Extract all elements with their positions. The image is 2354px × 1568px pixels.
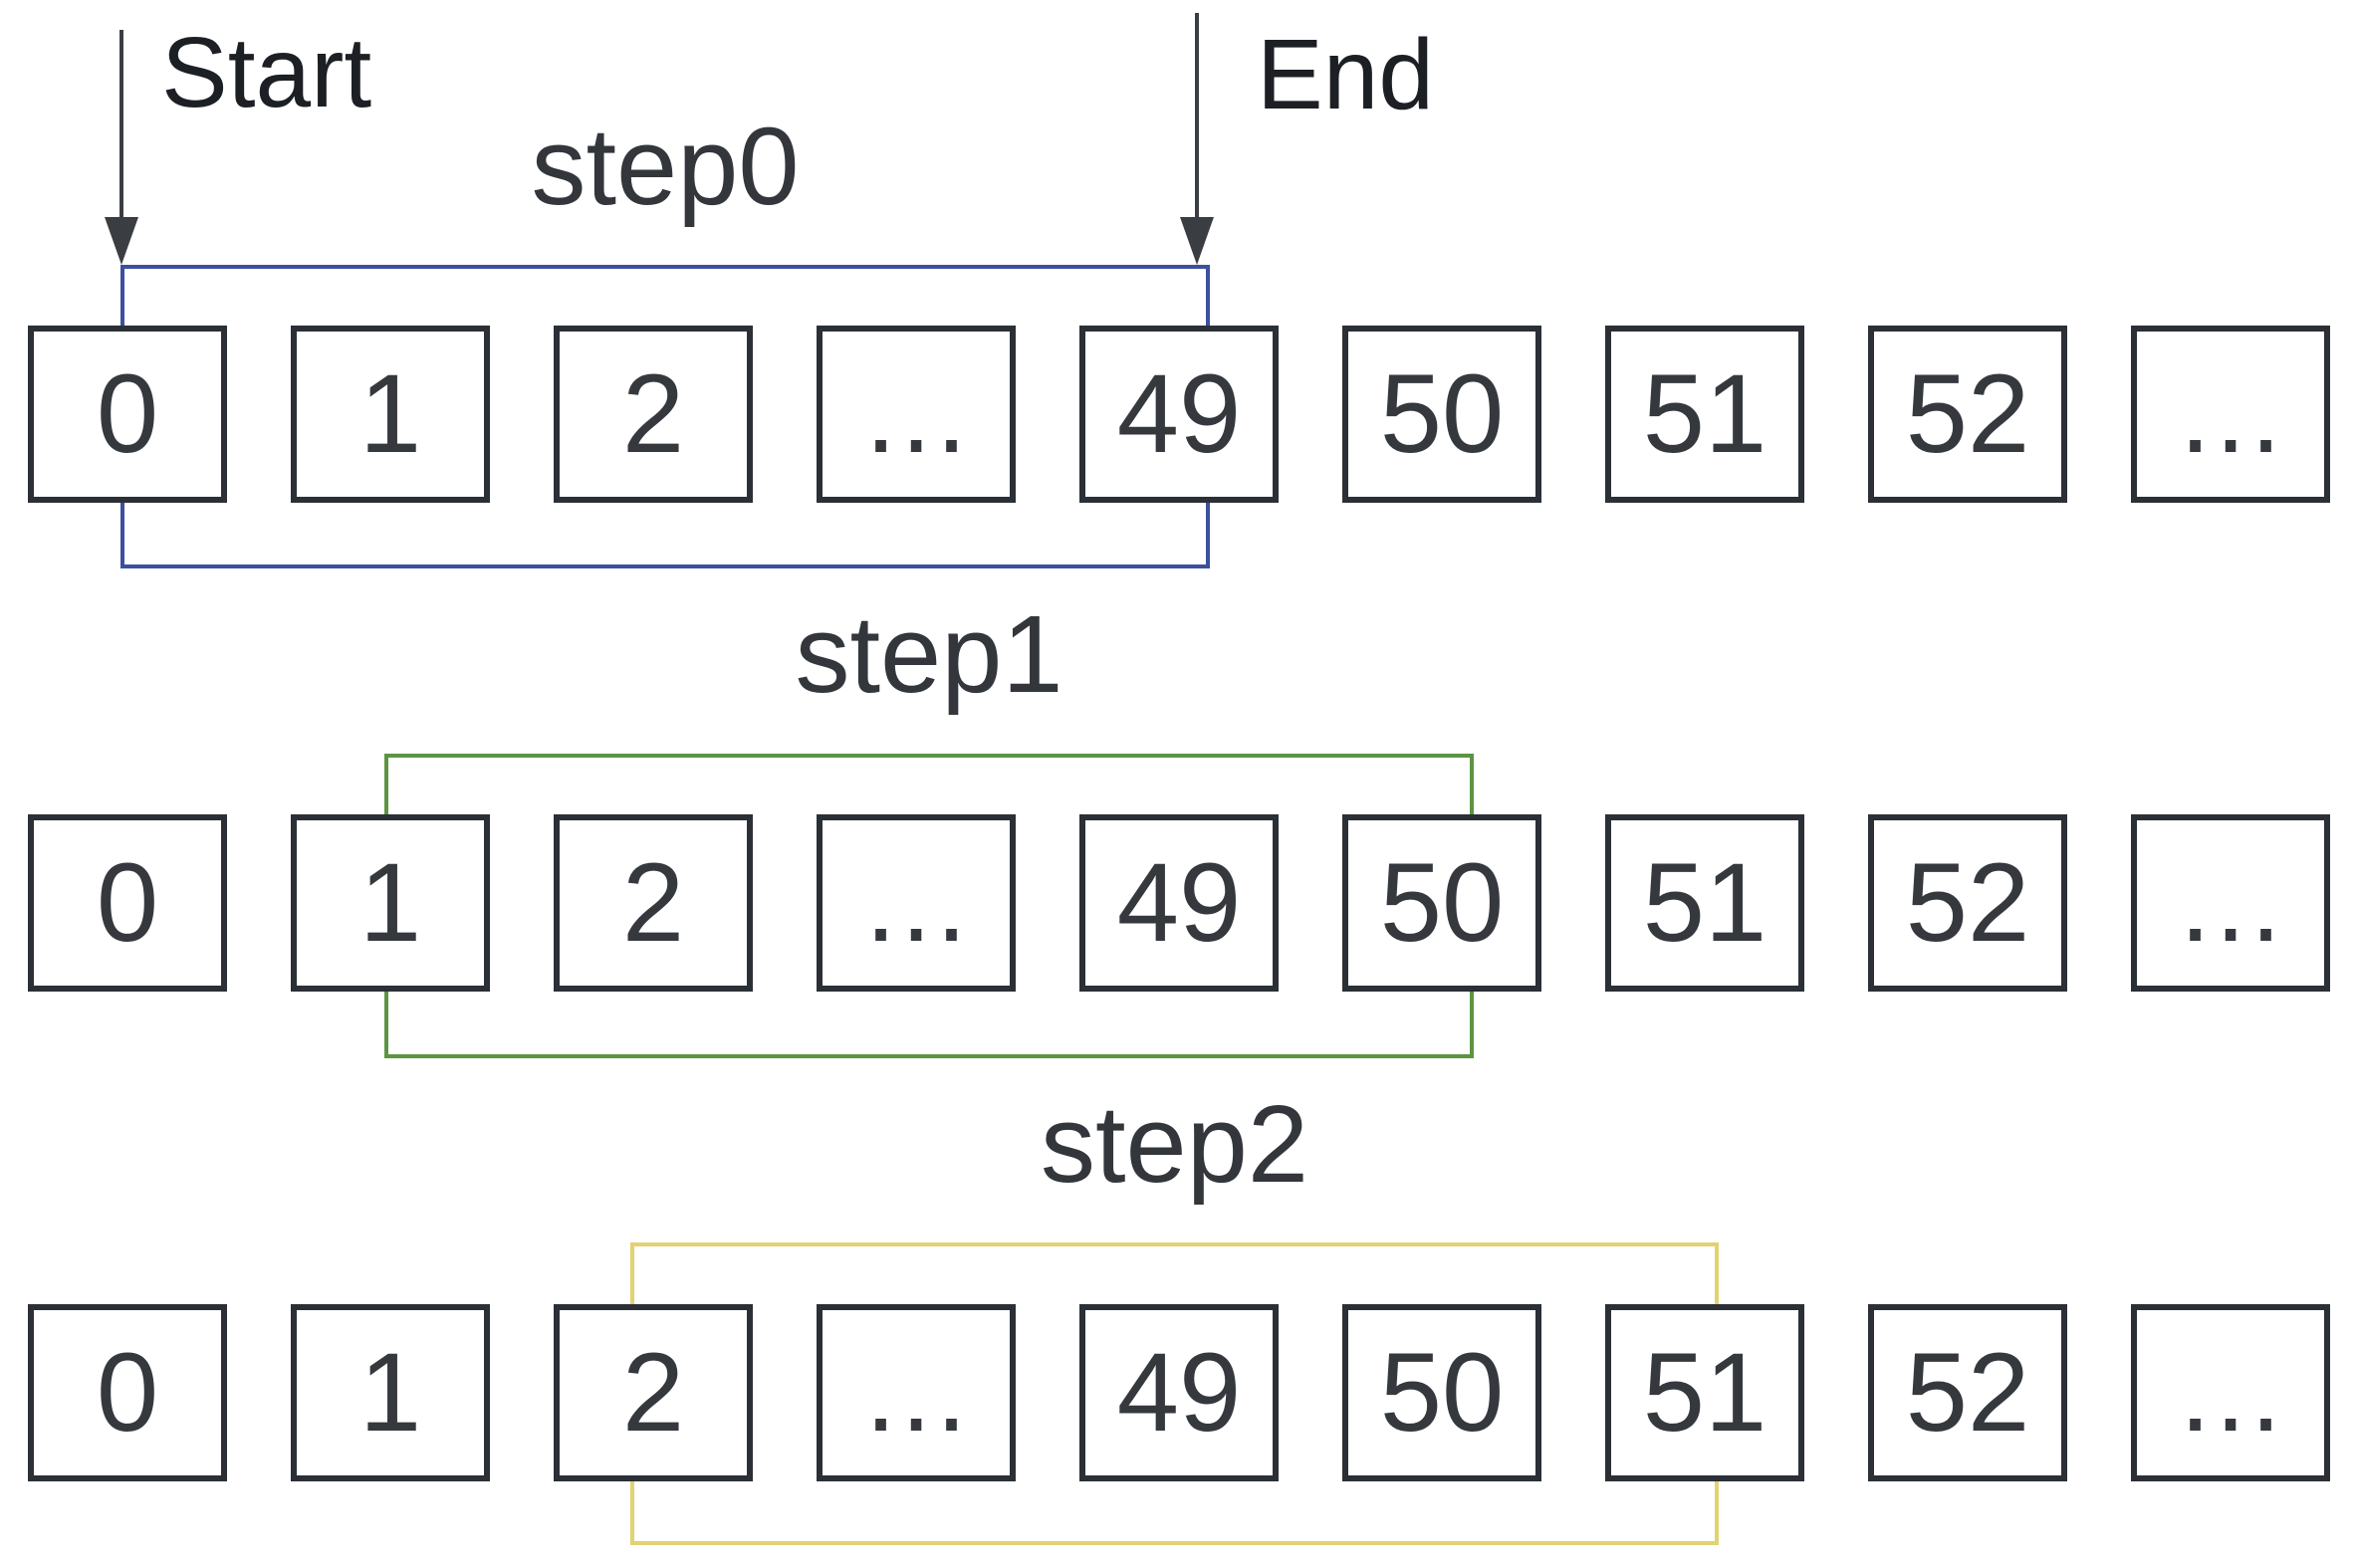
start-arrow-label: Start [161, 17, 372, 128]
array-cell: 52 [1868, 1304, 2067, 1481]
array-cell: 51 [1605, 326, 1804, 503]
step2-label: step2 [1040, 1083, 1309, 1206]
array-cell: … [817, 1304, 1016, 1481]
array-cell: 52 [1868, 814, 2067, 992]
array-cell: … [817, 814, 1016, 992]
array-cell: 1 [291, 326, 490, 503]
array-cell: 0 [28, 1304, 227, 1481]
end-arrow-head-icon [1180, 217, 1214, 265]
array-cell: 50 [1342, 1304, 1541, 1481]
array-cell: 2 [554, 814, 753, 992]
array-cell: 52 [1868, 326, 2067, 503]
array-cell: 49 [1079, 1304, 1279, 1481]
start-arrow-head-icon [105, 217, 138, 265]
array-cell: … [2131, 814, 2330, 992]
array-cell: 50 [1342, 326, 1541, 503]
start-arrow-line [119, 30, 123, 221]
array-cell: 1 [291, 1304, 490, 1481]
step1-label: step1 [795, 593, 1063, 716]
array-cell: 0 [28, 814, 227, 992]
array-cell: … [2131, 326, 2330, 503]
array-cell: 51 [1605, 814, 1804, 992]
array-cell: 1 [291, 814, 490, 992]
array-cell: … [2131, 1304, 2330, 1481]
step0-label: step0 [531, 106, 800, 228]
array-cell: 0 [28, 326, 227, 503]
array-cell: 2 [554, 326, 753, 503]
array-cell: 2 [554, 1304, 753, 1481]
array-cell: 50 [1342, 814, 1541, 992]
array-cell: 49 [1079, 814, 1279, 992]
end-arrow-line [1195, 13, 1199, 221]
array-cell: 51 [1605, 1304, 1804, 1481]
end-arrow-label: End [1257, 19, 1434, 130]
array-cell: 49 [1079, 326, 1279, 503]
array-cell: … [817, 326, 1016, 503]
